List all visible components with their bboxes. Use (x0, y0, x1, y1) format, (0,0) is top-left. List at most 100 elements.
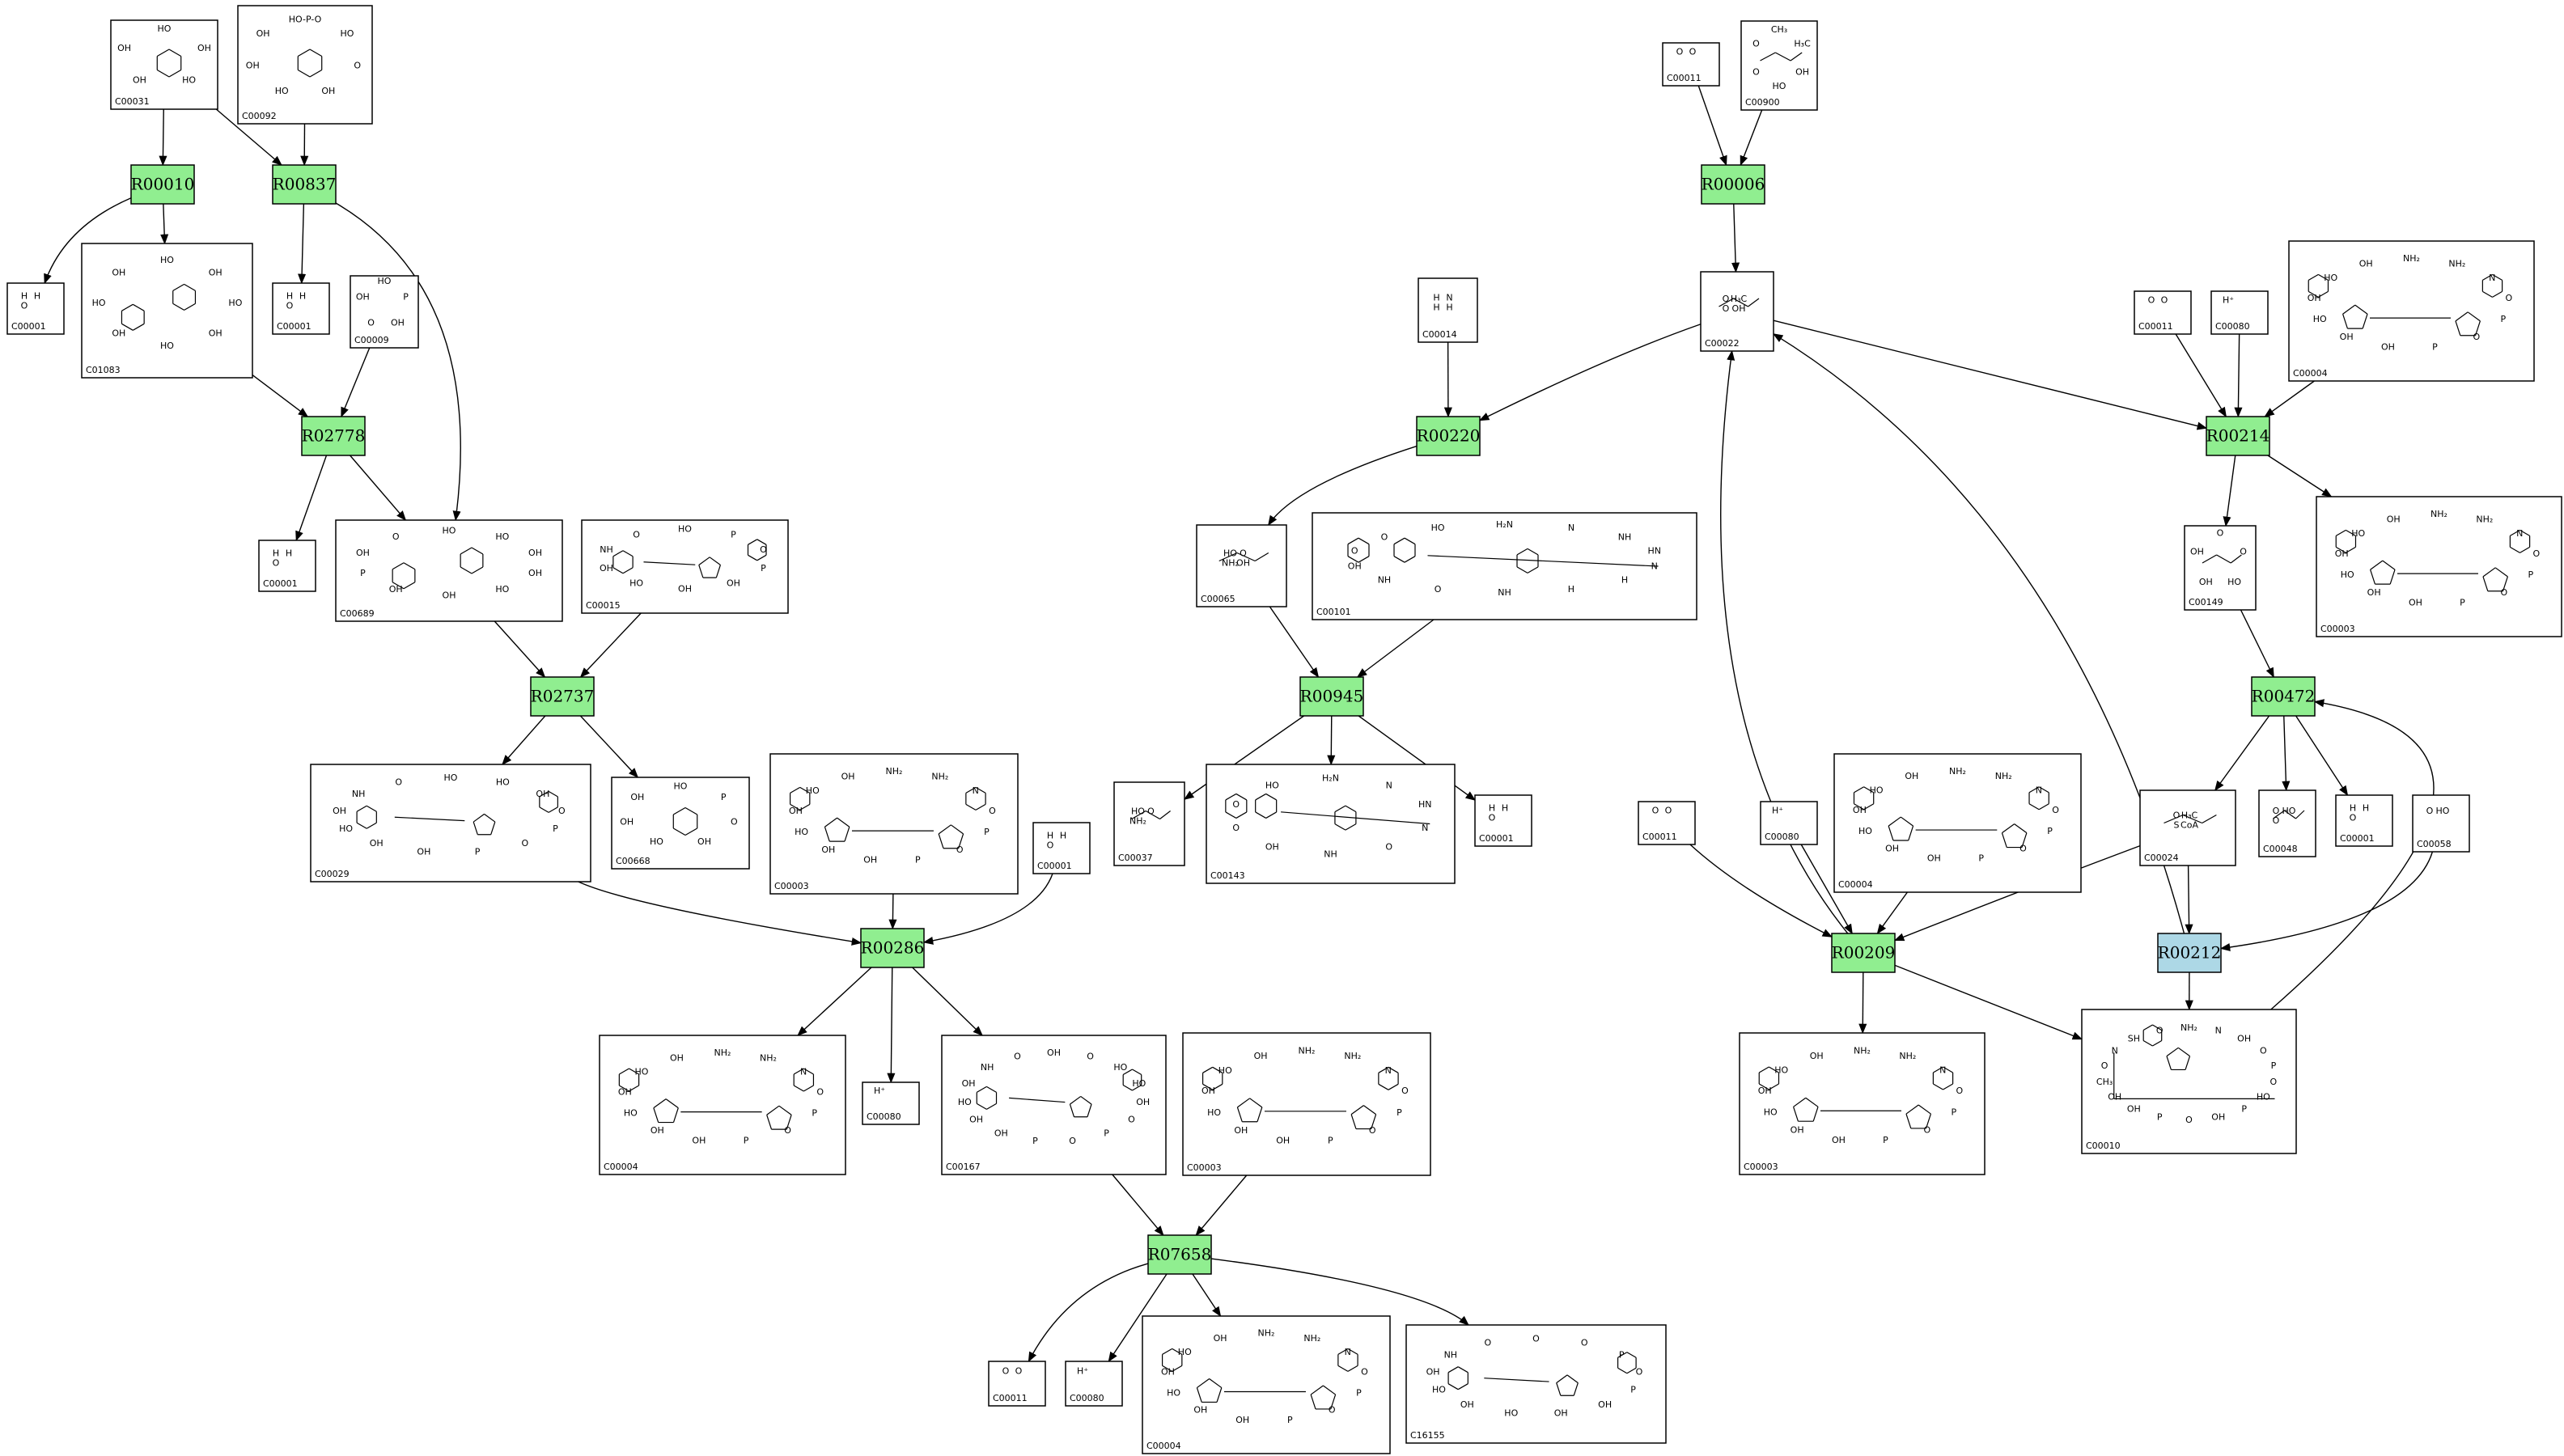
reaction-r00945[interactable]: R00945 (1299, 676, 1364, 717)
atom-label: OH (789, 806, 803, 816)
reaction-r00286[interactable]: R00286 (860, 928, 925, 968)
atom-label: OH (821, 844, 835, 855)
reaction-r00010[interactable]: R00010 (130, 164, 195, 205)
atom-label: H (2350, 803, 2356, 814)
atom-label: HO (2282, 806, 2296, 816)
reaction-r00220[interactable]: R00220 (1416, 416, 1481, 456)
atom-label: P (360, 568, 366, 578)
atom-label: HO (806, 785, 820, 796)
atom-label: P (731, 530, 736, 540)
structure-drawing: H⁺ (2223, 295, 2234, 306)
atom-label: HO (1218, 1065, 1232, 1076)
atom-label: HO (1858, 826, 1872, 836)
reaction-r00209[interactable]: R00209 (1831, 933, 1896, 973)
atom-label: OH (443, 590, 456, 601)
atom-label: P (1978, 853, 1984, 864)
compound-c00080[interactable]: H⁺C00080 (2210, 290, 2269, 335)
atom-label: HO (1870, 785, 1884, 795)
compound-c00080[interactable]: H⁺C00080 (862, 1081, 920, 1125)
reaction-r02778[interactable]: R02778 (301, 416, 366, 456)
atom-label: H (273, 548, 279, 559)
atom-label: P (2528, 569, 2534, 580)
atom-label: OH (1161, 1366, 1175, 1377)
atom-label: P (2460, 597, 2465, 607)
atom-label: O (956, 844, 964, 855)
atom-label: O (354, 60, 361, 70)
atom-label: NH₂ (2448, 258, 2465, 269)
atom-label: N (1422, 823, 1428, 833)
atom-label: OH (651, 1125, 664, 1136)
atom-label: HO (160, 255, 174, 265)
atom-label: OH (841, 771, 855, 781)
atom-label: OH (1927, 853, 1941, 864)
atom-label: NH (1378, 574, 1392, 585)
atom-label: O (2473, 332, 2481, 342)
reaction-r00472[interactable]: R00472 (2251, 676, 2316, 717)
atom-label: O (2240, 547, 2247, 557)
atom-label: NH₂ (2180, 1022, 2197, 1033)
compound-c00080[interactable]: H⁺C00080 (1065, 1361, 1123, 1407)
reaction-r00837[interactable]: R00837 (272, 164, 337, 205)
reaction-r00006[interactable]: R00006 (1701, 164, 1765, 205)
compound-c00080[interactable]: H⁺C00080 (1760, 801, 1818, 845)
reaction-r07658[interactable]: R07658 (1147, 1234, 1212, 1275)
atom-label: O (816, 1086, 824, 1097)
atom-label: P (1104, 1128, 1109, 1139)
compound-id-label: C00001 (277, 321, 311, 332)
edge-c00065-R00945 (1269, 606, 1320, 679)
atom-label: OH (1214, 1333, 1227, 1344)
atom-label: HO (2324, 273, 2337, 283)
reaction-r00212[interactable]: R00212 (2157, 933, 2222, 973)
atom-label: P (1952, 1107, 1957, 1117)
atom-label: HO (1178, 1347, 1192, 1357)
atom-label: OH (2308, 293, 2321, 303)
reaction-r02737[interactable]: R02737 (530, 676, 595, 717)
atom-label: OH (2387, 514, 2401, 524)
reaction-r00214[interactable]: R00214 (2206, 416, 2270, 456)
atom-label: OH (2108, 1091, 2121, 1102)
atom-label: O (2350, 813, 2357, 823)
